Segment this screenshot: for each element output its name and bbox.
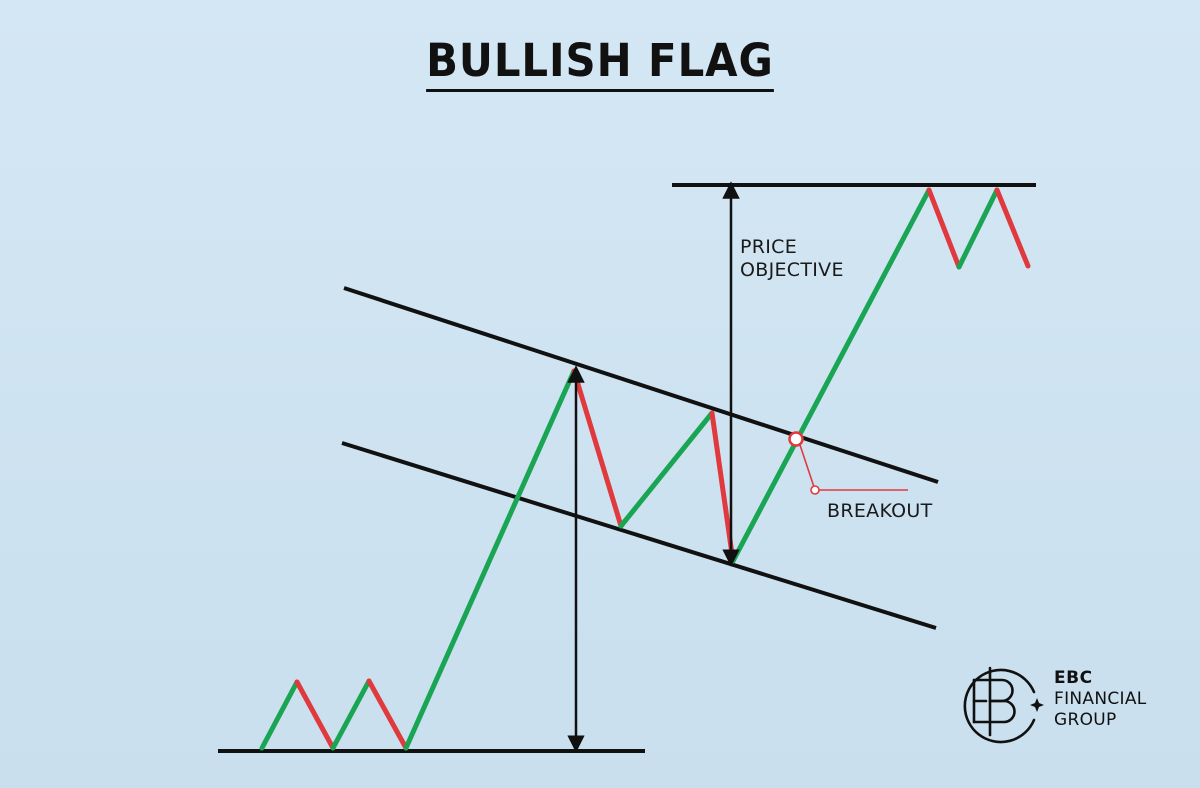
- flag-lower-line: [341, 441, 937, 630]
- up-segment: [259, 679, 300, 751]
- down-segment: [571, 368, 624, 529]
- logo-line-3: GROUP: [1054, 710, 1117, 730]
- price-objective-label: PRICE OBJECTIVE: [740, 236, 844, 282]
- ebc-logo-icon: [963, 666, 1044, 744]
- down-segment: [926, 187, 962, 270]
- pole-up-segment: [403, 368, 577, 751]
- page-title: BULLISH FLAG: [0, 34, 1200, 92]
- down-segment: [994, 187, 1031, 269]
- company-logo-text: EBC FINANCIAL GROUP: [1054, 668, 1147, 731]
- up-segment: [618, 410, 715, 529]
- page-title-text: BULLISH FLAG: [426, 34, 774, 92]
- price-path: [259, 187, 1031, 751]
- breakout-label: BREAKOUT: [827, 500, 933, 522]
- down-segment: [366, 678, 409, 751]
- breakout-up-segment: [730, 187, 932, 564]
- breakout-marker-icon: [788, 431, 908, 495]
- flag-upper-line: [343, 286, 939, 484]
- logo-brand: EBC: [1054, 668, 1093, 688]
- price-objective-line-1: PRICE: [740, 236, 798, 258]
- up-segment: [330, 678, 372, 751]
- down-segment: [294, 679, 336, 751]
- logo-line-2: FINANCIAL: [1054, 689, 1147, 709]
- price-objective-line-2: OBJECTIVE: [740, 259, 844, 281]
- up-segment: [956, 187, 1000, 270]
